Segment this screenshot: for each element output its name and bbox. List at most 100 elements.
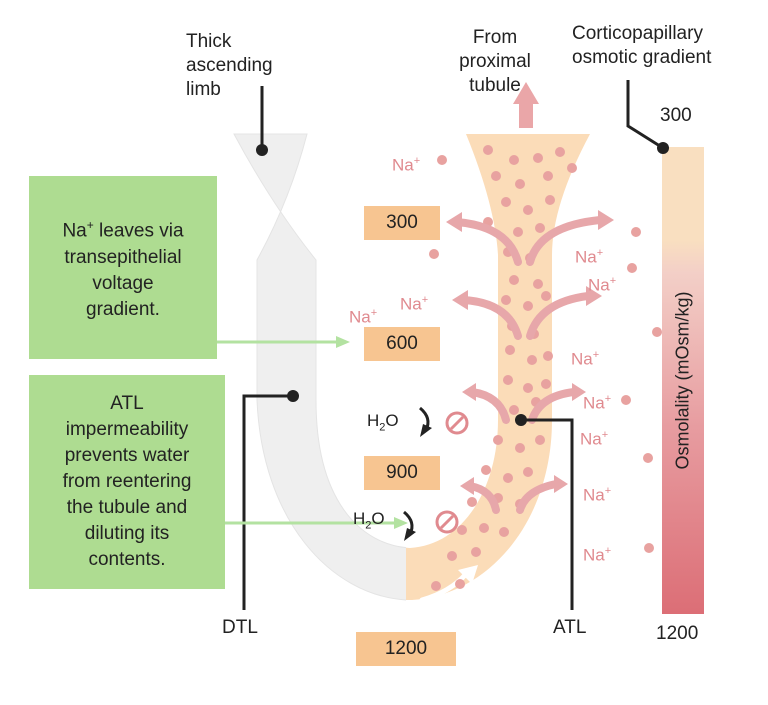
na-ion-label: Na+ [583, 485, 612, 505]
solute-particle [503, 375, 513, 385]
solute-particle [471, 547, 481, 557]
gradient-bottom-value: 1200 [656, 623, 699, 644]
h2o-arrow-icon [403, 510, 416, 541]
descending-limb [233, 133, 406, 601]
solute-particle [527, 355, 537, 365]
solute-particle [644, 543, 654, 553]
na-efflux-arrow [516, 480, 560, 514]
solute-particle [541, 379, 551, 389]
na-leaves-note: Na+ leaves via transepithelial voltage g… [29, 176, 217, 359]
thick-ascending-limb-label: Thick ascending limb [186, 31, 273, 100]
atl-impermeability-note: ATL impermeability prevents water from r… [29, 375, 225, 589]
na-ion-label: Na+ [571, 349, 600, 369]
solute-particle [523, 205, 533, 215]
flow-arrow-icon [419, 571, 469, 603]
solute-particle [515, 443, 525, 453]
pointer-arrowhead-icon [394, 517, 408, 529]
no-entry-icon [445, 411, 469, 435]
solute-particle [501, 295, 511, 305]
solute-particle [533, 153, 543, 163]
solute-particle [523, 301, 533, 311]
solute-particle [447, 551, 457, 561]
from-proximal-tubule-label: From proximal tubule [459, 27, 531, 96]
solute-particle [567, 163, 577, 173]
na-ion-label: Na+ [400, 294, 429, 314]
arrowhead-icon [572, 383, 586, 401]
osmolarity-box-900: 900 [364, 456, 440, 490]
na-efflux-arrow [526, 292, 592, 340]
solute-particle [501, 197, 511, 207]
solute-particle [467, 497, 477, 507]
h2o-arrow-icon [419, 406, 432, 437]
up-arrow-icon [513, 82, 539, 128]
solute-particle [429, 249, 439, 259]
solute-particle [523, 383, 533, 393]
na-ion-label: Na+ [583, 545, 612, 565]
solute-particle [457, 525, 467, 535]
solute-particle [643, 453, 653, 463]
corticopapillary-label: Corticopapillary osmotic gradient [572, 23, 712, 68]
solute-particle [515, 179, 525, 189]
solute-particle [523, 467, 533, 477]
solute-particle [535, 223, 545, 233]
solute-particle [483, 145, 493, 155]
atl-pointer-dot [515, 414, 527, 426]
solute-particle [535, 435, 545, 445]
osmolarity-box-600: 600 [364, 327, 440, 361]
na-efflux-arrow [526, 216, 604, 266]
solute-particle [431, 581, 441, 591]
na-ion-label: Na+ [392, 155, 421, 175]
na-ion-label: Na+ [349, 307, 378, 327]
arrowhead-icon [598, 210, 614, 230]
solute-particle [627, 263, 637, 273]
solute-particle [499, 527, 509, 537]
na-efflux-arrow [458, 296, 522, 340]
na-ion-label: Na+ [583, 393, 612, 413]
solute-particle [505, 345, 515, 355]
dtl-label: DTL [222, 617, 258, 638]
arrowhead-icon [462, 383, 476, 401]
solute-particle [631, 227, 641, 237]
arrowhead-icon [586, 286, 602, 306]
solute-particle [481, 465, 491, 475]
arrowhead-icon [446, 212, 462, 232]
h2o-label: H2O [367, 411, 399, 434]
solute-particle [533, 279, 543, 289]
osmolarity-box-1200: 1200 [356, 632, 456, 666]
solute-particle [437, 155, 447, 165]
solute-particle [545, 195, 555, 205]
h2o-label: H2O [353, 509, 385, 532]
solute-particle [621, 395, 631, 405]
solute-particle [543, 351, 553, 361]
na-efflux-arrow [452, 218, 522, 266]
na-efflux-arrow [528, 388, 578, 424]
no-entry-icon [435, 510, 459, 534]
dtl-pointer-dot [287, 390, 299, 402]
arrowhead-icon [452, 290, 468, 310]
arrowhead-icon [554, 475, 568, 493]
leader-lines [242, 80, 664, 610]
solute-particle [555, 147, 565, 157]
gradient-pointer-dot [657, 142, 669, 154]
solute-particle [543, 171, 553, 181]
solute-particle [513, 227, 523, 237]
na-ion-label: Na+ [580, 429, 609, 449]
solute-particle [493, 435, 503, 445]
arrowhead-icon [460, 477, 474, 495]
na-ion-label: Na+ [588, 275, 617, 295]
atl-label: ATL [553, 617, 587, 638]
solute-particle [509, 275, 519, 285]
solute-particle [541, 291, 551, 301]
na-efflux-arrows [446, 210, 614, 514]
solute-particle [509, 155, 519, 165]
solute-particle [491, 171, 501, 181]
solute-particle [509, 405, 519, 415]
osmolarity-box-300: 300 [364, 206, 440, 240]
pointer-arrowhead-icon [336, 336, 350, 348]
thick-limb-pointer-dot [256, 144, 268, 156]
solute-particle [479, 523, 489, 533]
ascending-limb [406, 134, 590, 600]
osmolality-gradient-bar [662, 147, 704, 614]
osmolality-axis-label: Osmolality (mOsm/kg) [672, 291, 693, 470]
